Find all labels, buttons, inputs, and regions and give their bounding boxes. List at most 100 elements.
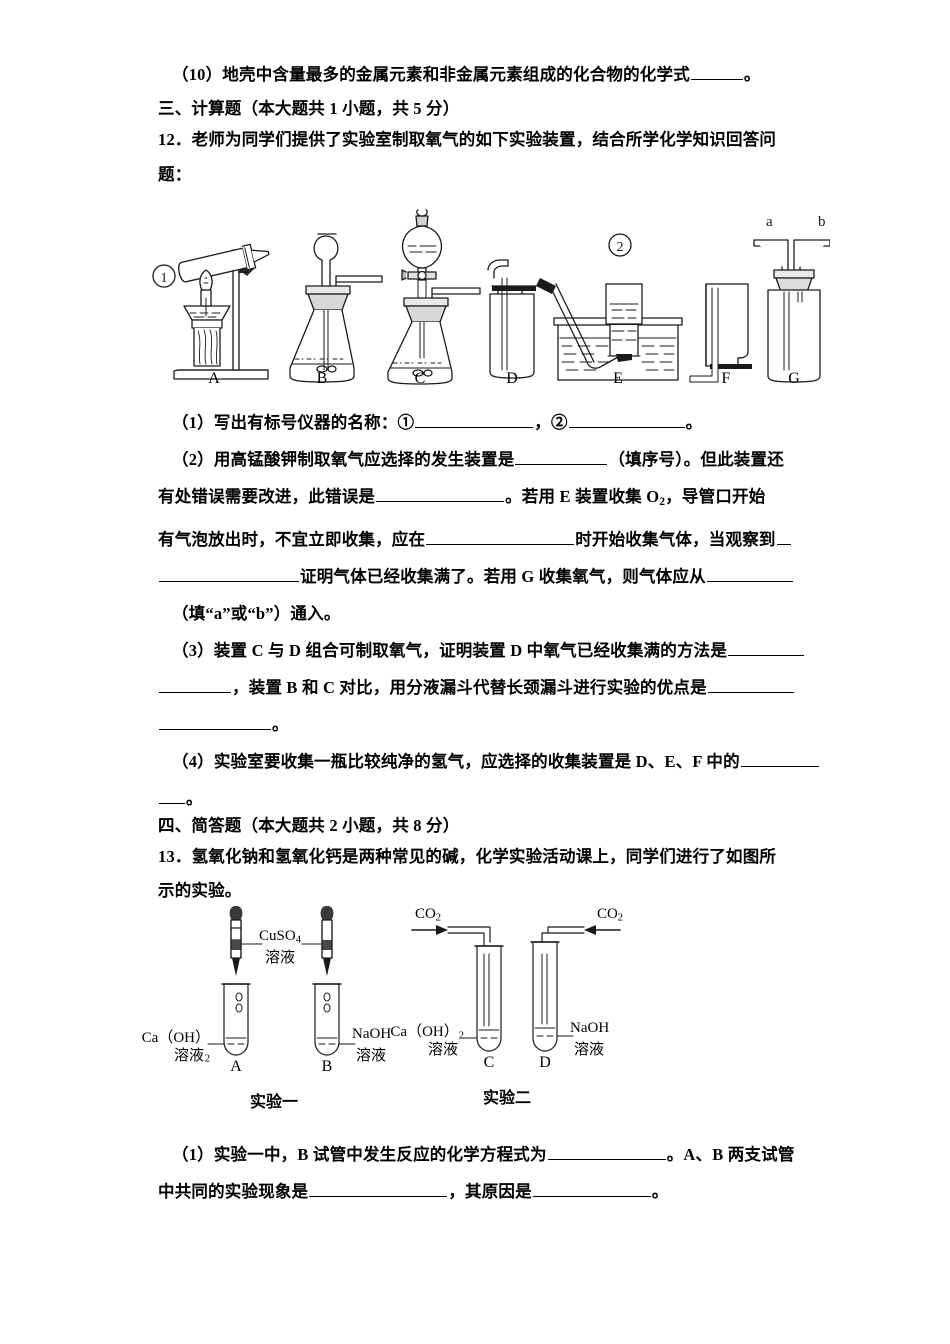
question-13-stem-line1: 13．氢氧化钠和氢氧化钙是两种常见的碱，化学实验活动课上，同学们进行了如图所 — [158, 847, 777, 866]
question-13-stem-line2: 示的实验。 — [158, 881, 242, 900]
tube-c-content-solution: 溶液 — [427, 1042, 458, 1058]
question-12-stem-line1: 12．老师为同学们提供了实验室制取氧气的如下实验装置，结合所学化学知识回答问 — [158, 130, 777, 149]
o2-subscript: 2 — [659, 495, 666, 508]
co2-label-right: CO2 — [596, 906, 624, 924]
question-10-text: （10）地壳中含量最多的金属元素和非金属元素组成的化合物的化学式 — [172, 65, 690, 84]
port-label-b: b — [818, 214, 826, 230]
port-label-a: a — [766, 214, 773, 230]
question-12-1: （1）写出有标号仪器的名称：① ，② 。 — [158, 404, 808, 441]
question-12-2-line4: 证明气体已经收集满了。若用 G 收集氧气，则气体应从 — [158, 558, 808, 595]
answer-blank[interactable] — [707, 677, 794, 693]
dropper-a — [229, 906, 243, 976]
answer-blank[interactable] — [776, 529, 791, 545]
answer-blank[interactable] — [415, 412, 534, 428]
q12-3-text-b: ，装置 B 和 C 对比，用分液漏斗代替长颈漏斗进行实验的优点是 — [232, 677, 707, 697]
answer-blank[interactable] — [706, 566, 793, 582]
tube-label-c: C — [483, 1054, 495, 1071]
callout-2: 2 — [617, 240, 624, 255]
q12-3-text-c: 。 — [272, 714, 289, 734]
test-tube-a — [207, 983, 251, 1056]
q12-2-text-e: ，导管口开始 — [665, 487, 766, 506]
text-block-top: （10）地壳中含量最多的金属元素和非金属元素组成的化合物的化学式 。 三、计算题（… — [158, 56, 808, 195]
dropper-b — [320, 906, 334, 976]
tube-label-d: D — [539, 1054, 551, 1071]
question-12-4-line1: （4）实验室要收集一瓶比较纯净的氢气，应选择的收集装置是 D、E、F 中的 — [158, 743, 819, 780]
tube-b-content-formula: NaOH — [352, 1026, 392, 1042]
answer-blank[interactable] — [159, 566, 299, 582]
question-10: （10）地壳中含量最多的金属元素和非金属元素组成的化合物的化学式 。 — [158, 56, 808, 93]
question-12-3-line1: （3）装置 C 与 D 组合可制取氧气，证明装置 D 中氧气已经收集满的方法是 — [158, 632, 808, 669]
q12-4-text-a: （4）实验室要收集一瓶比较纯净的氢气，应选择的收集装置是 D、E、F 中的 — [172, 751, 740, 771]
device-label-d: D — [506, 370, 518, 387]
q13-1-text-a: （1）实验一中，B 试管中发生反应的化学方程式为 — [172, 1145, 547, 1164]
q12-2-text-f: 有气泡放出时，不宜立即收集，应在 — [158, 529, 426, 549]
q12-2-text-c: 有处错误需要改进，此错误是 — [158, 487, 376, 506]
q12-1-text-c: 。 — [685, 413, 703, 432]
answer-blank[interactable] — [309, 1181, 448, 1197]
tube-d-content-formula: NaOH — [570, 1020, 610, 1036]
device-label-e: E — [613, 370, 623, 387]
question-12-3-line2: ，装置 B 和 C 对比，用分液漏斗代替长颈漏斗进行实验的优点是 — [158, 669, 808, 706]
co2-label-left: CO2 — [414, 906, 442, 924]
answer-blank[interactable] — [426, 529, 575, 545]
q12-1-text-a: （1）写出有标号仪器的名称：① — [172, 413, 415, 432]
section-3-heading: 三、计算题（本大题共 1 小题，共 5 分） — [158, 99, 460, 118]
answer-blank[interactable] — [159, 677, 231, 693]
tube-label-b: B — [321, 1058, 333, 1075]
section-4-heading: 四、简答题（本大题共 2 小题，共 8 分） — [158, 816, 460, 835]
q12-2-text-b: （填序号）。但此装置还 — [608, 450, 784, 469]
tube-b-content-solution: 溶液 — [356, 1048, 387, 1064]
tube-label-a: A — [230, 1058, 242, 1075]
device-e-group: 2 — [536, 233, 683, 381]
tube-c-content-formula: Ca（OH）2 — [390, 1024, 464, 1042]
q12-2-text-a: （2）用高锰酸钾制取氧气应选择的发生装置是 — [172, 450, 515, 469]
answer-blank[interactable] — [728, 640, 805, 656]
tube-a-content-formula: Ca（OH）2 — [141, 1030, 210, 1065]
test-tube-b — [312, 983, 356, 1056]
device-c-group — [387, 209, 481, 385]
q12-1-text-b: ，② — [534, 413, 568, 432]
question-12-2-line1: （2）用高锰酸钾制取氧气应选择的发生装置是 （填序号）。但此装置还 — [158, 441, 808, 478]
q13-1-text-b: 。A、B 两支试管 — [666, 1145, 795, 1164]
device-label-g: G — [788, 370, 800, 387]
test-tube-c — [460, 945, 504, 1052]
q13-1-text-d: ，其原因是 — [448, 1182, 532, 1201]
answer-blank[interactable] — [690, 64, 743, 80]
question-10-period: 。 — [743, 65, 761, 84]
device-f-group — [689, 283, 752, 383]
answer-blank[interactable] — [159, 714, 271, 730]
device-label-b: B — [316, 370, 328, 387]
device-label-f: F — [721, 370, 731, 387]
device-d-group — [487, 259, 537, 379]
device-b-group — [289, 233, 383, 383]
text-block-q12-parts: （1）写出有标号仪器的名称：① ，② 。 （2）用高锰酸钾制取氧气应选择的发生装置是… — [158, 404, 819, 817]
answer-blank[interactable] — [376, 486, 505, 502]
q12-3-text-a: （3）装置 C 与 D 组合可制取氧气，证明装置 D 中氧气已经收集满的方法是 — [172, 640, 728, 660]
answer-blank[interactable] — [159, 788, 185, 804]
co2-inlet-left — [411, 925, 491, 955]
device-g-group: a b — [753, 214, 830, 383]
answer-blank[interactable] — [515, 449, 608, 465]
answer-blank[interactable] — [547, 1144, 666, 1160]
text-block-section4: 四、简答题（本大题共 2 小题，共 8 分） 13．氢氧化钠和氢氧化钙是两种常见… — [158, 810, 808, 910]
caption-experiment-one: 实验一 — [250, 1094, 299, 1111]
question-13-1-line1: （1）实验一中，B 试管中发生反应的化学方程式为 。A、B 两支试管 — [158, 1136, 808, 1173]
q13-1-text-e: 。 — [651, 1182, 669, 1201]
q12-2-text-d: 。若用 E 装置收集 O — [505, 487, 660, 506]
answer-blank[interactable] — [532, 1181, 651, 1197]
tube-a-content-solution: 溶液 — [173, 1048, 204, 1064]
tube-d-content-solution: 溶液 — [574, 1042, 605, 1058]
answer-blank[interactable] — [740, 751, 819, 767]
device-label-c: C — [414, 370, 426, 387]
text-block-q13-parts: （1）实验一中，B 试管中发生反应的化学方程式为 。A、B 两支试管 中共同的实验… — [158, 1136, 808, 1210]
question-12-4-line2: 。 — [158, 780, 808, 817]
answer-blank[interactable] — [568, 412, 685, 428]
caption-experiment-two: 实验二 — [483, 1090, 532, 1107]
callout-1: 1 — [161, 271, 168, 286]
q12-2-text-h: 证明气体已经收集满了。若用 G 收集氧气，则气体应从 — [300, 566, 706, 586]
question-13-1-line2: 中共同的实验现象是 ，其原因是 。 — [158, 1173, 808, 1210]
reagent-label-cuso4-solution: 溶液 — [264, 950, 295, 966]
figure-oxygen-apparatus: 1 — [150, 198, 830, 398]
q13-1-text-c: 中共同的实验现象是 — [158, 1182, 309, 1201]
